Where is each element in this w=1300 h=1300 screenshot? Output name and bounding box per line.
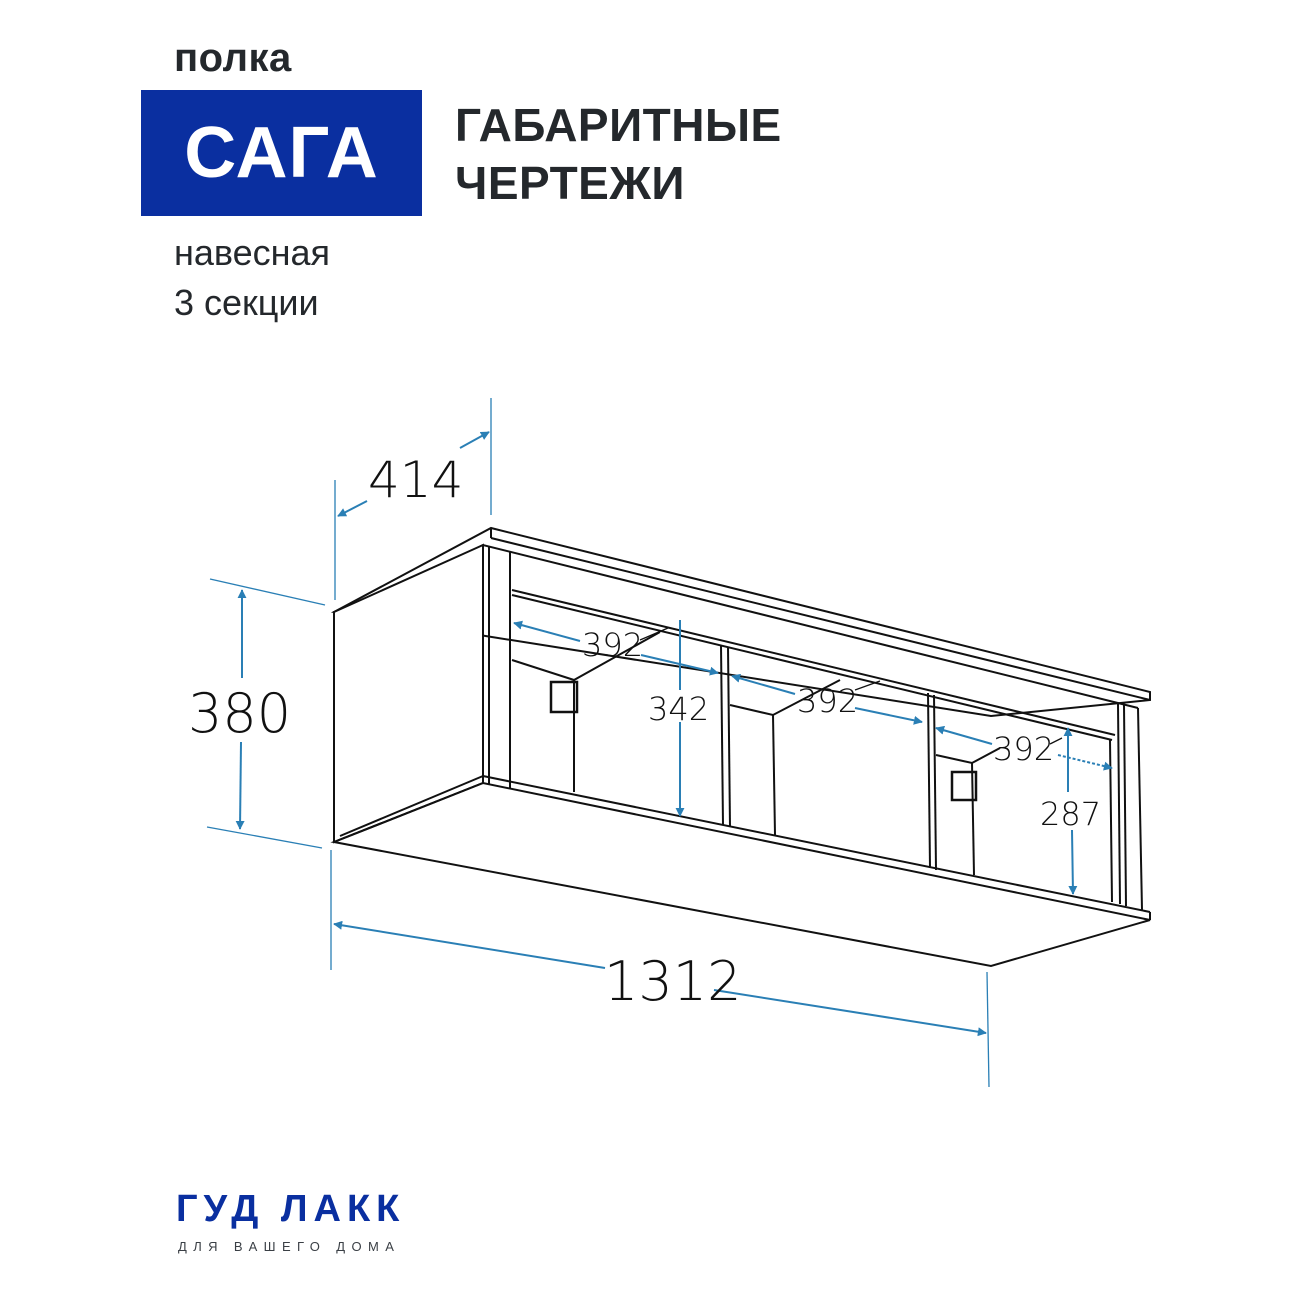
- leader-lines: [639, 627, 1063, 745]
- product-type: полка: [174, 36, 292, 80]
- dim-inner-height-right-label: 287: [1040, 795, 1101, 833]
- dim-inner-height-label: 342: [648, 690, 709, 728]
- page-heading: ГАБАРИТНЫЕ ЧЕРТЕЖИ: [455, 96, 782, 212]
- heading-line-2: ЧЕРТЕЖИ: [455, 157, 685, 209]
- dim-height-label: 380: [188, 682, 291, 745]
- product-subtitle: навесная 3 секции: [174, 228, 330, 328]
- dimension-lines: [206, 398, 1113, 1088]
- product-name-badge: САГА: [141, 90, 422, 216]
- heading-line-1: ГАБАРИТНЫЕ: [455, 99, 782, 151]
- dim-section-2-label: 392: [797, 682, 858, 720]
- dim-depth-label: 414: [368, 451, 463, 509]
- product-name: САГА: [184, 113, 379, 193]
- dim-section-3-label: 392: [993, 730, 1054, 768]
- shelf-outline: [330, 526, 1151, 968]
- brand-tagline: ДЛЯ ВАШЕГО ДОМА: [178, 1239, 401, 1254]
- dim-width-label: 1312: [604, 950, 741, 1013]
- brand-logo: ГУД ЛАКК: [176, 1188, 406, 1230]
- dim-section-1-label: 392: [582, 626, 643, 664]
- subtitle-line-2: 3 секции: [174, 282, 319, 323]
- subtitle-line-1: навесная: [174, 232, 331, 273]
